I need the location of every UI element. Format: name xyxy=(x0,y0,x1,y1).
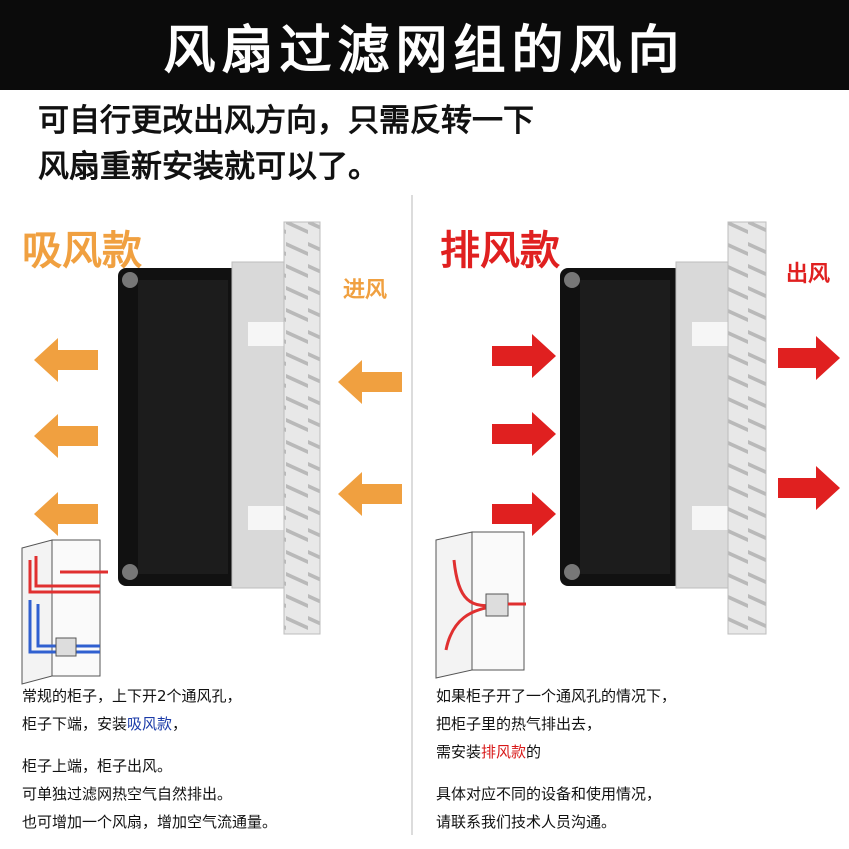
exhaust-desc-line-1: 如果柜子开了一个通风孔的情况下， xyxy=(436,687,677,705)
intake-desc-line-2: 柜子下端，安装吸风款， xyxy=(22,715,188,733)
exhaust-arrow-in-1 xyxy=(492,334,556,378)
intake-highlight: 吸风款 xyxy=(127,715,173,733)
exhaust-heading: 排风款 xyxy=(440,228,560,274)
intake-desc-line-1: 常规的柜子，上下开2个通风孔， xyxy=(22,687,242,705)
intake-arrow-in-2 xyxy=(338,472,402,516)
exhaust-arrow-out-1 xyxy=(778,336,840,380)
exhaust-arrow-in-2 xyxy=(492,412,556,456)
exhaust-arrow-in-3 xyxy=(492,492,556,536)
intake-fan-filter-unit xyxy=(118,221,321,635)
intake-heading: 吸风款 xyxy=(22,228,142,274)
intake-arrow-out-3 xyxy=(34,492,98,536)
exhaust-desc-line-4: 具体对应不同的设备和使用情况， xyxy=(436,785,662,803)
intake-desc-line-5: 也可增加一个风扇，增加空气流通量。 xyxy=(22,813,278,831)
exhaust-highlight: 排风款 xyxy=(481,743,527,761)
intake-desc-line-4: 可单独过滤网热空气自然排出。 xyxy=(22,785,233,803)
intake-label: 进风 xyxy=(343,278,388,303)
intake-desc-line-3: 柜子上端，柜子出风。 xyxy=(22,757,173,775)
intro-text: 可自行更改出风方向，只需反转一下 风扇重新安装就可以了。 xyxy=(38,98,534,190)
intake-arrow-out-2 xyxy=(34,414,98,458)
exhaust-arrow-out-2 xyxy=(778,466,840,510)
exhaust-fan-filter-unit xyxy=(560,221,767,635)
exhaust-desc-line-3: 需安装排风款的 xyxy=(436,743,542,761)
title-banner: 风扇过滤网组的风向 xyxy=(0,0,849,90)
center-divider xyxy=(411,195,413,835)
intake-arrow-out-1 xyxy=(34,338,98,382)
intro-line-2: 风扇重新安装就可以了。 xyxy=(38,149,379,185)
exhaust-label: 出风 xyxy=(786,262,831,287)
intake-arrow-in-1 xyxy=(338,360,402,404)
exhaust-description: 如果柜子开了一个通风孔的情况下， 把柜子里的热气排出去， 需安装排风款的 具体对… xyxy=(436,682,676,836)
exhaust-cabinet-sketch xyxy=(435,531,526,679)
exhaust-desc-line-2: 把柜子里的热气排出去， xyxy=(436,715,602,733)
page-title: 风扇过滤网组的风向 xyxy=(163,20,686,81)
intake-cabinet-sketch xyxy=(21,539,108,685)
intake-description: 常规的柜子，上下开2个通风孔， 柜子下端，安装吸风款， 柜子上端，柜子出风。 可… xyxy=(22,682,277,836)
intro-line-1: 可自行更改出风方向，只需反转一下 xyxy=(38,103,534,139)
exhaust-desc-line-5: 请联系我们技术人员沟通。 xyxy=(436,813,617,831)
